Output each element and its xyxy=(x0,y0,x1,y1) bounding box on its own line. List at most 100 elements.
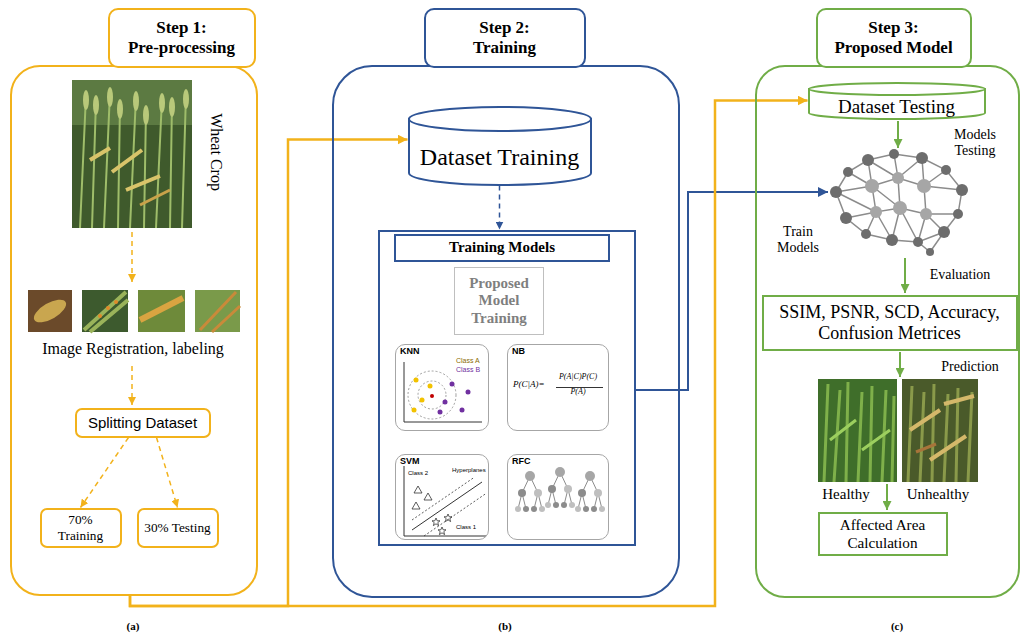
neural-brain xyxy=(889,149,899,159)
knn-plot xyxy=(404,362,482,422)
disease-thumbnails xyxy=(138,290,185,332)
node-text: Class B xyxy=(456,366,480,374)
knn-plot xyxy=(418,381,446,409)
neural-brain xyxy=(913,237,923,247)
knn-plot xyxy=(460,408,465,413)
neural-brain xyxy=(861,229,871,239)
svm-plot xyxy=(412,478,486,537)
image-caption: Unhealthy xyxy=(907,486,969,503)
knn-plot xyxy=(420,398,425,403)
node-text: SVM xyxy=(400,457,420,467)
unhealthy-photo xyxy=(902,379,978,482)
neural-brain xyxy=(953,209,963,219)
wheat-crop-photo xyxy=(133,91,139,111)
flow-arrow xyxy=(886,484,888,510)
model-card: NBP(C|A)=P(A|C)P(C)P(A) xyxy=(507,344,609,431)
node-text: Step 2: xyxy=(479,18,530,38)
model-card: SVMClass 2HyperplanesClass 1 xyxy=(395,454,489,540)
node-text: P(A) xyxy=(553,388,603,397)
node-text: Class 1 xyxy=(456,524,476,531)
database-cylinder: Dataset Training xyxy=(408,106,592,186)
disease-thumbnails xyxy=(200,292,240,332)
step-header: Step 3:Proposed Model xyxy=(816,8,972,68)
healthy-photo xyxy=(830,420,890,450)
node-text: Proposed Model xyxy=(834,38,952,58)
step-header: Step 1:Pre-processing xyxy=(108,8,256,68)
vertical-caption: Wheat Crop xyxy=(207,113,225,191)
wheat-crop-photo xyxy=(72,80,192,228)
wheat-crop-photo xyxy=(90,148,160,190)
proposed-model-box: Proposed Model Training xyxy=(454,267,544,335)
model-group: Training ModelsProposed Model TrainingKN… xyxy=(378,230,636,546)
svm-plot xyxy=(404,466,486,536)
node-text: Training xyxy=(473,38,536,58)
neural-brain xyxy=(865,179,879,193)
healthy-photo xyxy=(818,379,897,482)
neural-brain xyxy=(917,179,931,193)
disease-thumbnails xyxy=(84,292,128,332)
neural-brain xyxy=(830,149,968,256)
node-text: Splitting Dataset xyxy=(88,414,197,431)
node-text: Hyperplanes xyxy=(452,467,486,474)
knn-plot xyxy=(466,390,471,395)
flow-arrow xyxy=(904,258,906,293)
wheat-crop-photo xyxy=(83,87,189,125)
healthy-photo xyxy=(818,379,897,482)
disease-thumbnails xyxy=(140,298,183,320)
flow-note: Train Models xyxy=(773,224,823,256)
metrics-box: SSIM, PSNR, SCD, Accuracy, Confusion Met… xyxy=(762,295,1018,351)
neural-brain xyxy=(920,208,932,220)
wheat-crop-photo xyxy=(143,105,149,125)
node-text: KNN xyxy=(400,347,420,357)
panel-letter: (c) xyxy=(891,620,903,633)
result-box: Affected Area Calculation xyxy=(818,512,948,556)
knn-plot xyxy=(438,410,443,415)
neural-brain xyxy=(870,206,882,218)
node-text: Affected Area Calculation xyxy=(825,516,941,551)
neural-brain xyxy=(843,167,853,177)
neural-brain xyxy=(865,172,932,220)
wheat-crop-photo xyxy=(140,190,170,205)
flow-connector xyxy=(499,186,501,230)
split-box: 70% Training xyxy=(40,508,122,548)
knn-plot xyxy=(412,378,433,413)
random-forest-trees xyxy=(545,467,575,508)
wheat-crop-photo xyxy=(169,97,175,117)
disease-thumbnails xyxy=(82,290,128,332)
node-text: 70% Training xyxy=(47,512,115,543)
node-text: Step 1: xyxy=(156,18,207,38)
wheat-crop-photo xyxy=(183,89,189,109)
neural-brain xyxy=(836,154,962,252)
neural-brain xyxy=(956,184,968,196)
node-text: P(A|C)P(C) xyxy=(553,373,603,382)
neural-brain xyxy=(840,212,852,224)
flow-arrow xyxy=(636,192,828,390)
knn-plot xyxy=(414,378,419,383)
unhealthy-photo xyxy=(916,444,936,452)
node-text: Proposed Model Training xyxy=(460,275,538,327)
svm-plot xyxy=(412,502,420,509)
neural-brain xyxy=(916,152,928,164)
node-text: SSIM, PSNR, SCD, Accuracy, Confusion Met… xyxy=(769,302,1011,343)
knn-plot xyxy=(438,382,471,415)
model-card: RFC xyxy=(507,454,609,540)
node-text: NB xyxy=(512,347,525,357)
wheat-crop-photo xyxy=(72,80,192,228)
wheat-crop-photo xyxy=(93,95,99,115)
flow-note: Models Testing xyxy=(943,127,1007,159)
disease-thumbnails xyxy=(28,290,240,332)
wheat-crop-photo xyxy=(107,87,113,107)
svm-plot xyxy=(438,527,446,535)
flow-connector xyxy=(81,438,129,508)
disease-thumbnails xyxy=(106,306,110,310)
flow-connector xyxy=(130,140,408,607)
svm-plot xyxy=(432,518,440,526)
node-text: RFC xyxy=(512,457,531,467)
svm-plot xyxy=(424,493,432,500)
knn-plot xyxy=(430,394,434,398)
knn-plot xyxy=(428,384,433,389)
disease-thumbnails xyxy=(98,314,102,318)
neural-brain xyxy=(926,248,934,256)
knn-plot xyxy=(443,400,448,405)
neural-brain xyxy=(938,226,950,238)
